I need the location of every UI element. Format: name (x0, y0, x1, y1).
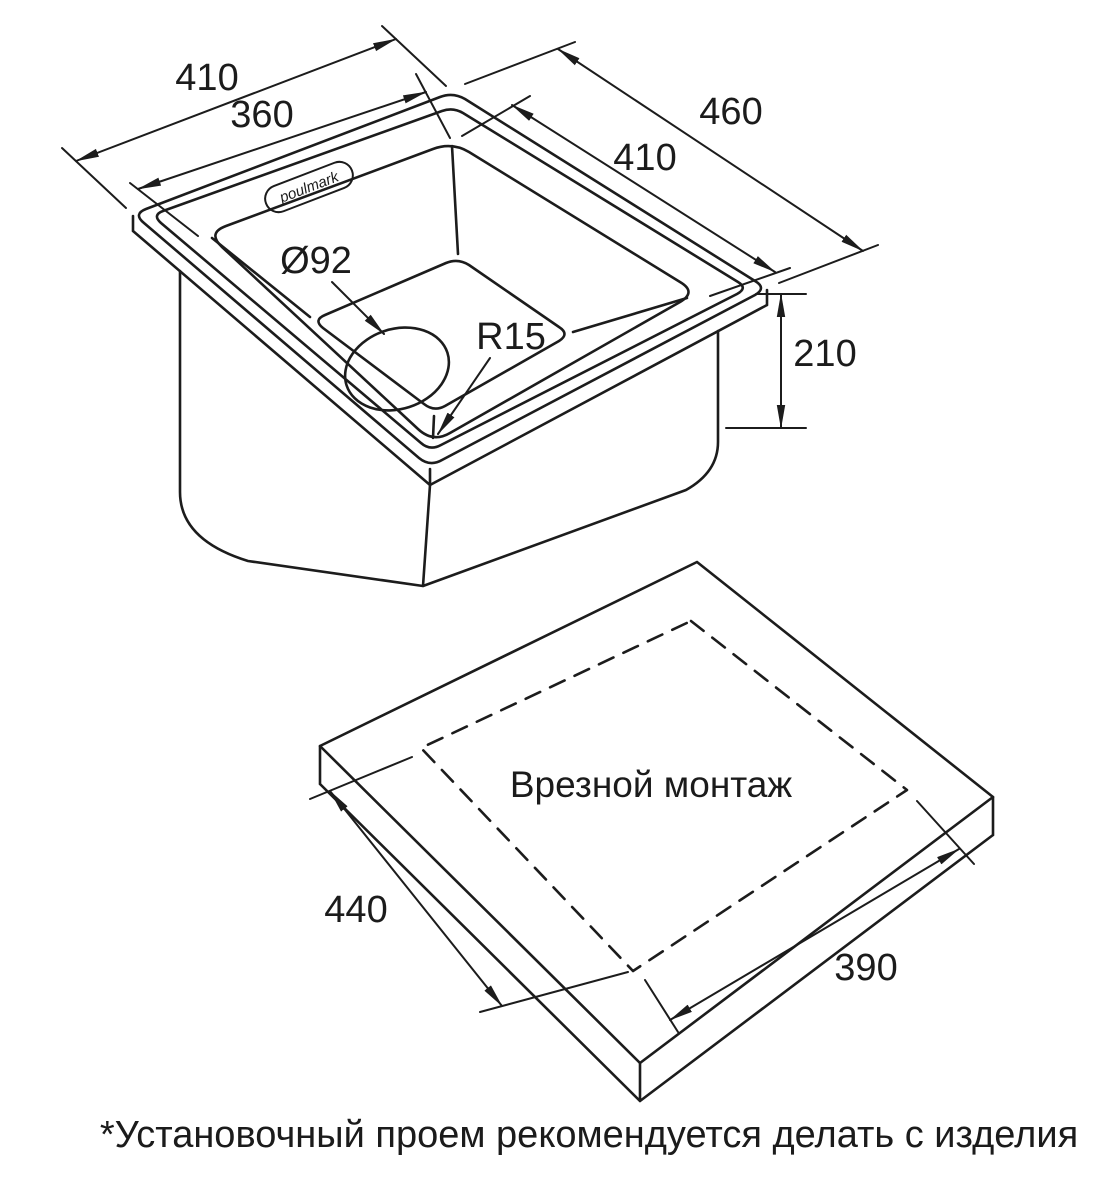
countertop-cutout-view: Врезной монтаж (318, 560, 995, 1103)
dim-label-cutout-length: 390 (834, 947, 897, 989)
rim-outer-edge (137, 93, 763, 465)
rim-thickness-edges (131, 214, 769, 487)
dim-label-outer-width: 410 (175, 57, 238, 99)
footnote-text: *Установочный проем рекомендуется делать… (100, 1114, 1078, 1156)
dimension-drain-diameter: Ø92 (280, 240, 385, 335)
dim-label-inner-depth: 410 (613, 137, 676, 179)
bowl-corner-edges (210, 144, 689, 440)
dimension-corner-radius: R15 (437, 316, 546, 435)
cutout-dashed-outline (419, 619, 909, 973)
countertop-side-edges (318, 744, 995, 1103)
dimension-cutout-length: 390 (644, 800, 975, 1033)
dimension-inner-depth: 410 (461, 95, 791, 297)
dimension-cutout-width: 440 (309, 756, 629, 1013)
dimension-height: 210 (725, 293, 857, 429)
dim-label-corner-radius: R15 (476, 316, 546, 358)
dim-label-inner-width: 360 (230, 94, 293, 136)
dim-label-height: 210 (793, 333, 856, 375)
mounting-type-label: Врезной монтаж (510, 764, 793, 805)
rim-inner-edge (155, 108, 745, 449)
dim-label-outer-depth: 460 (699, 91, 762, 133)
dimension-inner-width: 360 (129, 73, 451, 237)
bowl-bottom-edge (317, 259, 566, 410)
sink-body-outline (178, 269, 720, 588)
dim-label-cutout-width: 440 (324, 889, 387, 931)
dim-label-drain-diameter: Ø92 (280, 240, 352, 282)
